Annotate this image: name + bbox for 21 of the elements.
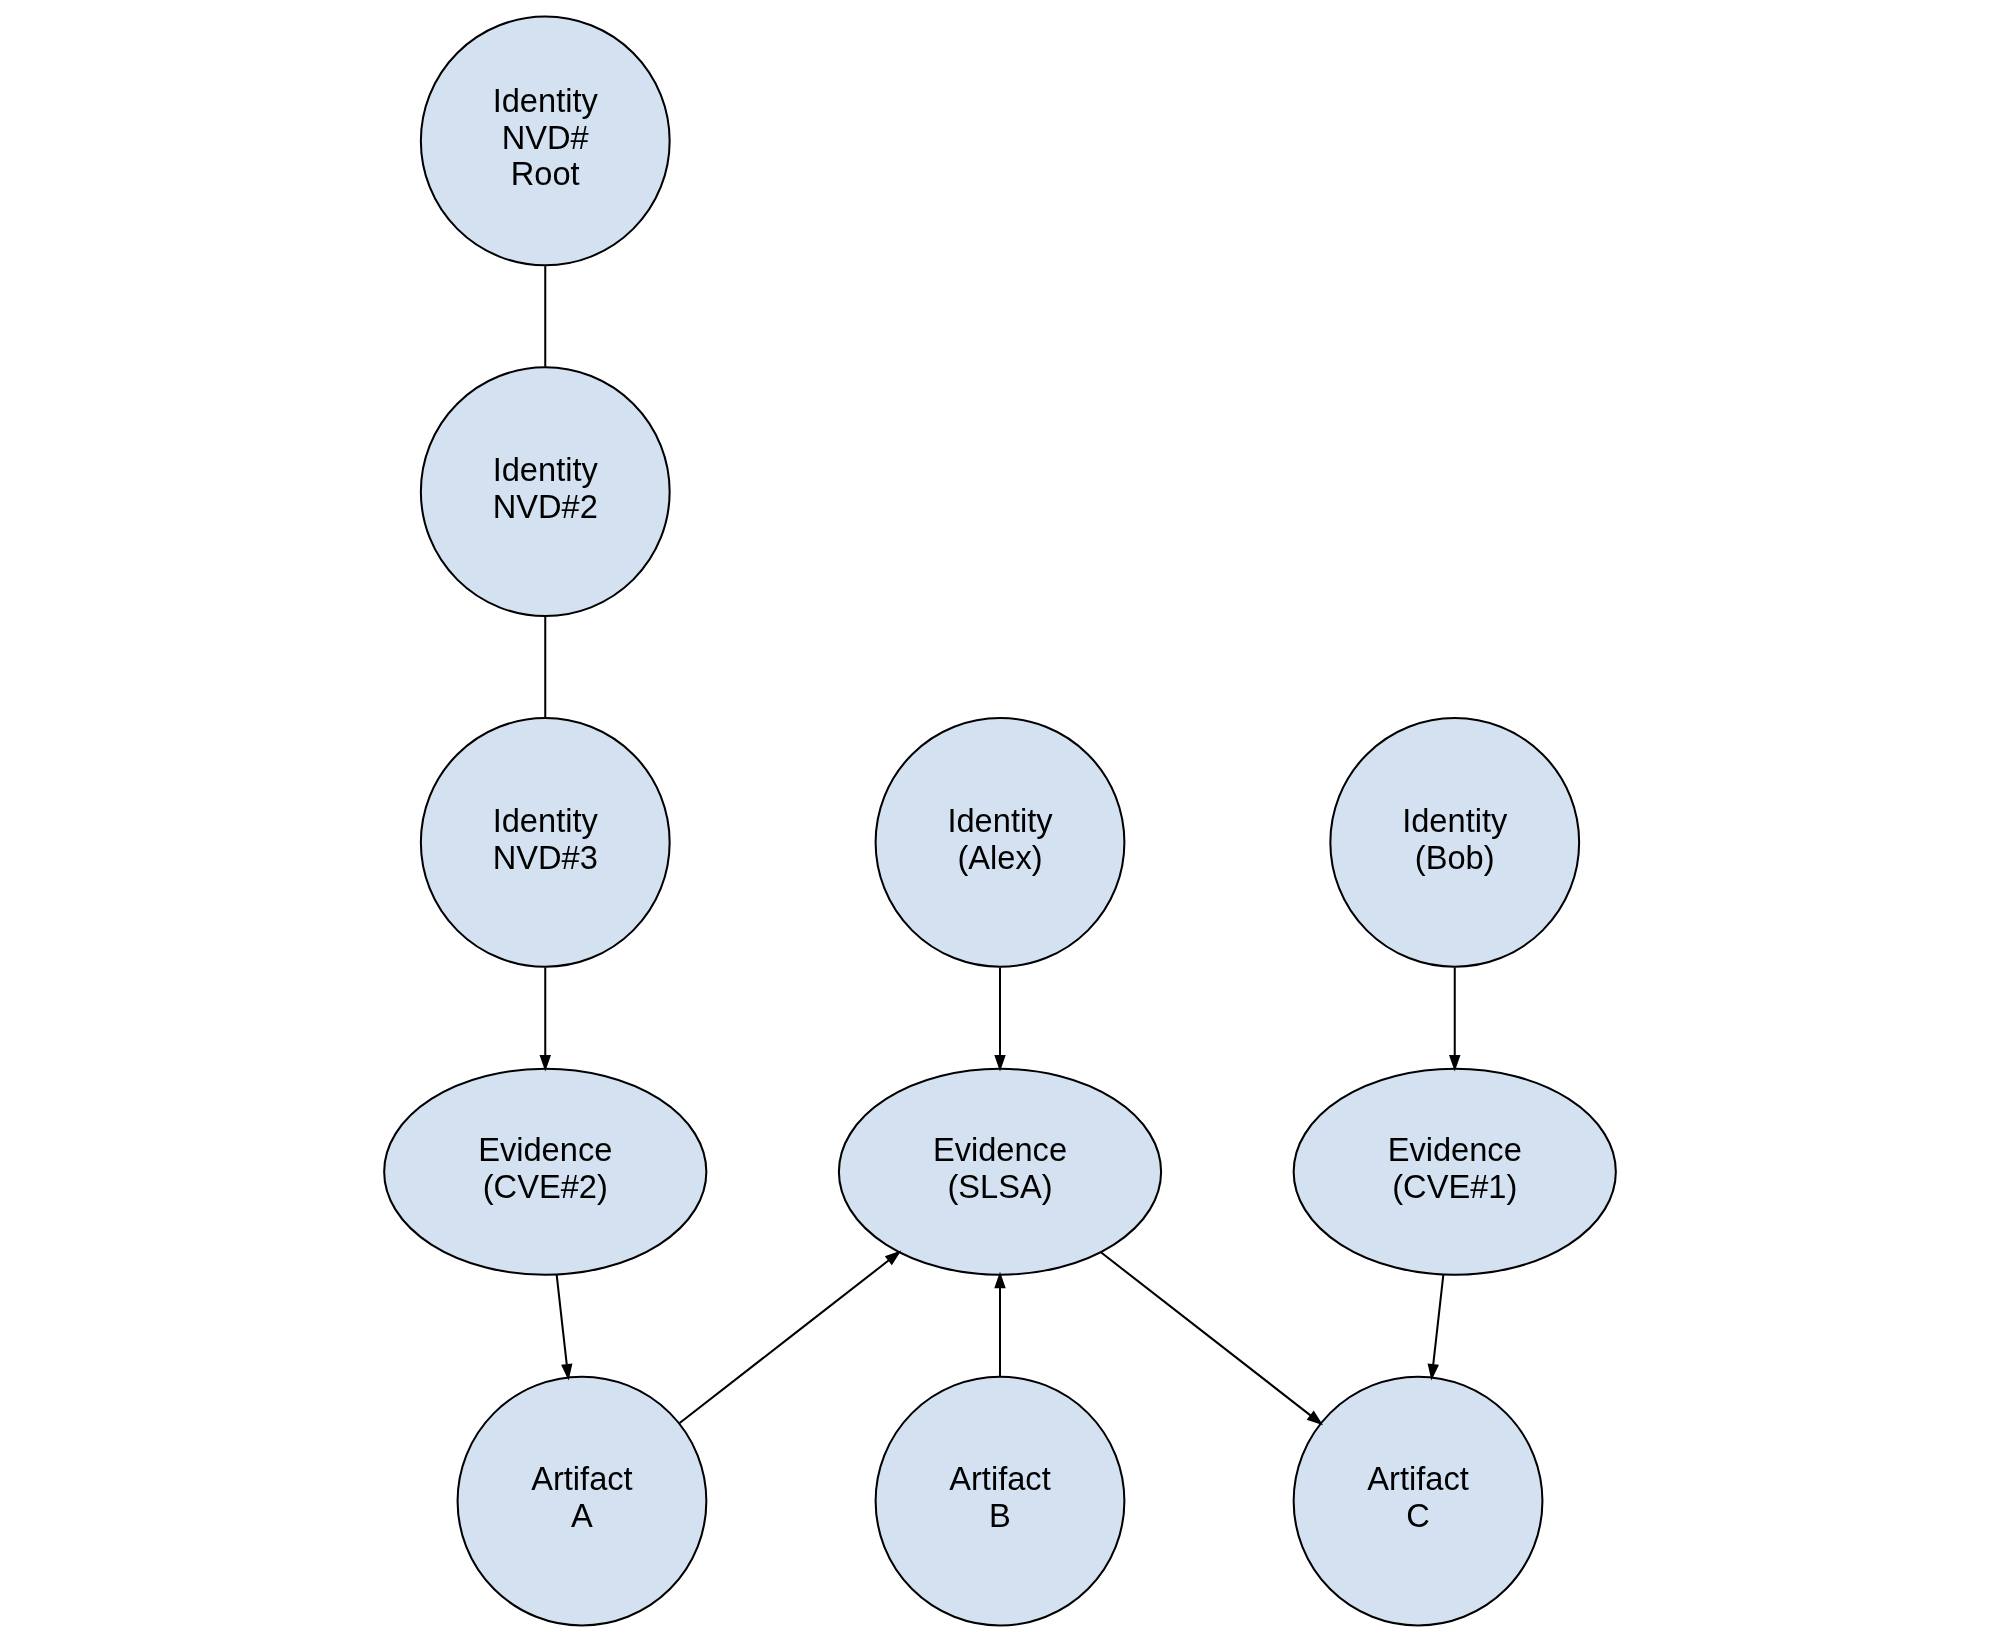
- node-circle: Identity (Bob): [1329, 717, 1581, 968]
- node-circle: Artifact A: [456, 1375, 708, 1627]
- arrow: [555, 1274, 573, 1381]
- arrow: [994, 967, 1006, 1072]
- arrow: [678, 1250, 902, 1425]
- arrow: [1427, 1274, 1445, 1381]
- node-circle: Identity (Alex): [874, 717, 1126, 968]
- arrow: [994, 1271, 1006, 1377]
- node-circle: Artifact B: [874, 1375, 1126, 1627]
- arrow: [1449, 967, 1461, 1072]
- node-ellipse: Evidence (CVE#2): [383, 1067, 708, 1276]
- connector: [544, 266, 547, 367]
- node-circle: Identity NVD#2: [419, 366, 671, 618]
- connector: [544, 616, 547, 718]
- node-circle: Identity NVD#3: [419, 717, 671, 968]
- node-ellipse: Evidence (SLSA): [837, 1067, 1163, 1276]
- node-circle: Artifact C: [1292, 1375, 1544, 1627]
- arrow: [1100, 1251, 1324, 1426]
- arrow: [539, 967, 551, 1072]
- node-ellipse: Evidence (CVE#1): [1292, 1067, 1617, 1276]
- node-circle: Identity NVD# Root: [419, 15, 671, 267]
